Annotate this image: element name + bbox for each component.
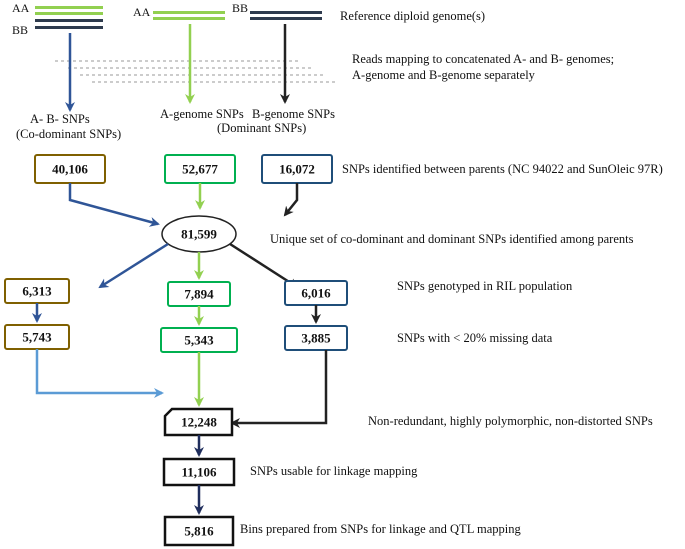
missing-codominant-value: 5,743 — [22, 330, 52, 345]
missing-b-value: 3,885 — [301, 331, 331, 346]
unique-set-ellipse: 81,599 — [161, 215, 237, 253]
aa-bar-mid-1 — [153, 11, 225, 14]
missing-a-box: 5,343 — [160, 327, 238, 353]
genome-bb-right-label: BB — [232, 1, 248, 15]
label-reads-mapping-1: Reads mapping to concatenated A- and B- … — [352, 52, 614, 66]
bb-bar-left-2 — [35, 26, 103, 29]
label-a-genome-snps: A-genome SNPs — [160, 107, 244, 121]
genotyped-b-box: 6,016 — [284, 280, 348, 306]
label-non-redundant: Non-redundant, highly polymorphic, non-d… — [368, 414, 653, 428]
parents-a-value: 52,677 — [182, 162, 218, 177]
parents-b-box: 16,072 — [261, 154, 333, 184]
label-reads-mapping-2: A-genome and B-genome separately — [352, 68, 536, 82]
bins-value: 5,816 — [184, 524, 214, 539]
aa-bar-mid-2 — [153, 17, 225, 20]
missing-b-box: 3,885 — [284, 325, 348, 351]
arrow-parents-codominant-to-unique — [68, 183, 160, 227]
genotyped-b-value: 6,016 — [301, 286, 331, 301]
bb-bar-right-1 — [250, 11, 322, 14]
parents-a-box: 52,677 — [164, 154, 236, 184]
label-reference: Reference diploid genome(s) — [340, 9, 485, 23]
parents-codominant-value: 40,106 — [52, 162, 88, 177]
non-redundant-box: 12,248 — [163, 407, 234, 437]
non-redundant-value: 12,248 — [181, 415, 217, 430]
label-codominant-1: A- B- SNPs — [30, 112, 90, 126]
genotyped-codominant-value: 6,313 — [22, 284, 52, 299]
bins-box: 5,816 — [163, 515, 235, 547]
arrow-parents-b-to-unique — [283, 183, 299, 217]
genotyped-codominant-box: 6,313 — [4, 278, 70, 304]
aa-bar-left-2 — [35, 12, 103, 15]
label-missing: SNPs with < 20% missing data — [397, 331, 553, 345]
genome-aa-mid-label: AA — [133, 5, 151, 19]
usable-value: 11,106 — [181, 465, 217, 480]
label-codominant-2: (Co-dominant SNPs) — [16, 127, 121, 141]
aa-bar-left-1 — [35, 6, 103, 9]
arrow-unique-to-genotyped-b — [229, 242, 299, 289]
genome-aa-left-label: AA — [12, 1, 30, 15]
label-genotyped: SNPs genotyped in RIL population — [397, 279, 573, 293]
parents-b-value: 16,072 — [279, 162, 315, 177]
genome-bb-left-label: BB — [12, 23, 28, 37]
arrow-unique-to-genotyped-codominant — [98, 242, 169, 289]
label-snps-between-parents: SNPs identified between parents (NC 9402… — [342, 162, 663, 176]
usable-box: 11,106 — [162, 457, 236, 487]
genotyped-a-box: 7,894 — [167, 281, 231, 307]
arrow-missing-codominant-to-non-redundant — [35, 349, 164, 398]
label-unique-set: Unique set of co-dominant and dominant S… — [270, 232, 634, 246]
bb-bar-right-2 — [250, 17, 322, 20]
unique-set-value: 81,599 — [181, 227, 217, 242]
genotyped-a-value: 7,894 — [184, 287, 214, 302]
label-bins: Bins prepared from SNPs for linkage and … — [240, 522, 521, 536]
missing-a-value: 5,343 — [184, 333, 214, 348]
label-b-genome-1: B-genome SNPs — [252, 107, 335, 121]
label-usable: SNPs usable for linkage mapping — [250, 464, 418, 478]
genome-bars: AA BB AA BB — [12, 1, 322, 37]
arrow-missing-b-to-non-redundant — [230, 350, 328, 428]
missing-codominant-box: 5,743 — [4, 324, 70, 350]
bb-bar-left-1 — [35, 19, 103, 22]
parents-codominant-box: 40,106 — [34, 154, 106, 184]
read-lines — [55, 60, 337, 83]
label-b-genome-2: (Dominant SNPs) — [217, 121, 306, 135]
